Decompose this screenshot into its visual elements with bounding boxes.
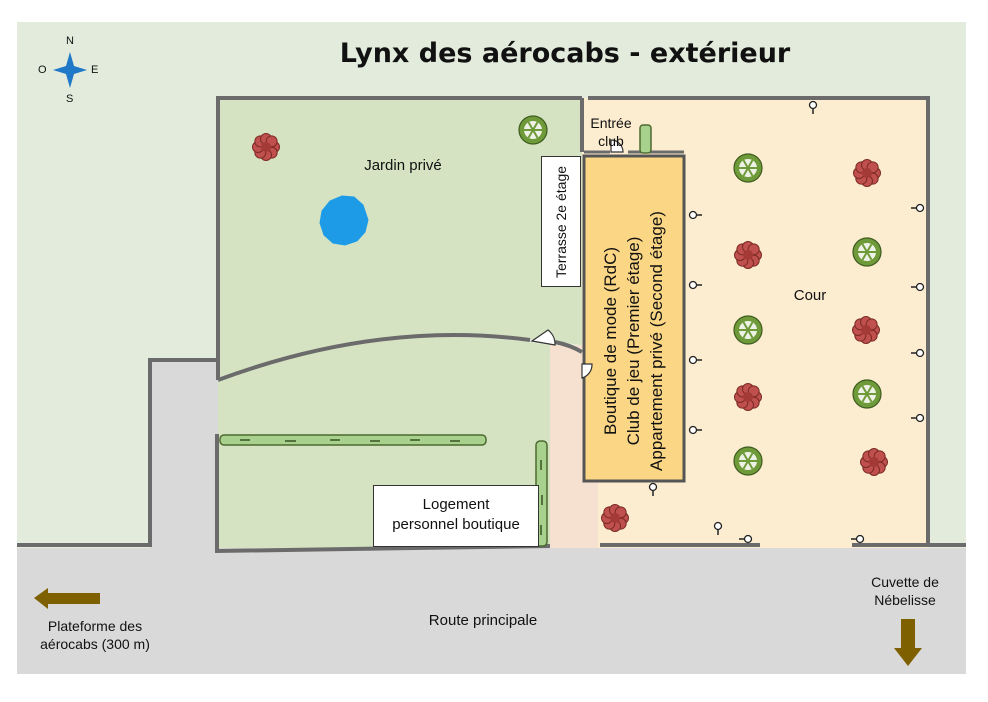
green-round-tree-icon: [733, 446, 763, 476]
lamp-post-icon: [911, 282, 925, 292]
platform-direction-label: Plateforme des aérocabs (300 m): [20, 617, 170, 653]
red-flower-bush-icon: [734, 383, 762, 411]
lamp-post-icon: [648, 482, 658, 496]
building-floor-ground: Boutique de mode (RdC): [601, 246, 620, 436]
lamp-post-icon: [911, 348, 925, 358]
hedge-icon: [219, 434, 487, 446]
building-floor-first: Club de jeu (Premier étage): [624, 236, 643, 446]
building: [582, 154, 686, 483]
hedge-icon: [639, 124, 652, 154]
lamp-post-icon: [808, 100, 818, 114]
green-round-tree-icon: [733, 315, 763, 345]
platform-line-1: Plateforme des: [47, 618, 143, 634]
lamp-post-icon: [713, 521, 723, 535]
pond-icon: [319, 195, 369, 246]
green-round-tree-icon: [852, 379, 882, 409]
lamp-post-icon: [688, 425, 702, 435]
green-round-tree-icon: [518, 115, 548, 145]
staff-housing-line-1: Logement: [422, 496, 490, 513]
cuvette-direction-label: Cuvette de Nébelisse: [855, 573, 955, 609]
building-floor-second: Appartement privé (Second étage): [647, 211, 666, 471]
lamp-post-icon: [911, 413, 925, 423]
door-icon: [530, 329, 556, 346]
lamps: [648, 100, 925, 544]
red-flower-bush-icon: [252, 133, 280, 161]
walls: [17, 96, 966, 554]
staff-housing-line-2: personnel boutique: [392, 516, 520, 533]
road-label: Route principale: [428, 612, 538, 629]
compass-east: E: [91, 64, 99, 76]
red-flower-bush-icon: [852, 316, 880, 344]
green-round-tree-icon: [852, 237, 882, 267]
map-title: Lynx des aérocabs - extérieur: [339, 38, 791, 69]
hedge-marks: [240, 439, 543, 535]
platform-line-2: aérocabs (300 m): [40, 636, 150, 652]
doors: [530, 139, 624, 379]
door-icon: [610, 139, 624, 153]
road: [17, 548, 966, 674]
club-entrance-line-2: club: [598, 133, 624, 149]
arrow-left-icon: [34, 588, 100, 609]
lamp-post-icon: [911, 203, 925, 213]
compass-south: S: [66, 93, 74, 105]
garden-label: Jardin privé: [364, 157, 442, 174]
road-spur: [150, 360, 218, 548]
club-entrance-line-1: Entrée: [590, 115, 632, 131]
club-entrance-label: Entrée club: [584, 114, 638, 150]
lamp-post-icon: [688, 210, 702, 220]
private-garden: [220, 98, 582, 372]
green-round-tree-icon: [733, 153, 763, 183]
red-flower-bush-icon: [853, 159, 881, 187]
lamp-post-icon: [739, 534, 753, 544]
terrace-box: [541, 156, 581, 287]
cuvette-line-1: Cuvette de: [871, 574, 939, 590]
terrace-label: Terrasse 2e étage: [553, 165, 569, 279]
plants: [252, 115, 888, 532]
compass-north: N: [66, 35, 74, 47]
red-flower-bush-icon: [734, 241, 762, 269]
courtyard-label: Cour: [793, 287, 827, 304]
compass-west: O: [38, 64, 47, 76]
door-icon: [581, 363, 593, 379]
red-flower-bush-icon: [860, 448, 888, 476]
lamp-post-icon: [688, 355, 702, 365]
cuvette-line-2: Nébelisse: [874, 592, 936, 608]
compass-rose-icon: [53, 52, 87, 88]
building-label: Boutique de mode (RdC) Club de jeu (Prem…: [599, 191, 669, 491]
lamp-post-icon: [688, 280, 702, 290]
arrow-down-icon: [894, 619, 922, 666]
staff-housing-box: Logement personnel boutique: [373, 485, 539, 547]
lamp-post-icon: [851, 534, 865, 544]
red-flower-bush-icon: [601, 504, 629, 532]
